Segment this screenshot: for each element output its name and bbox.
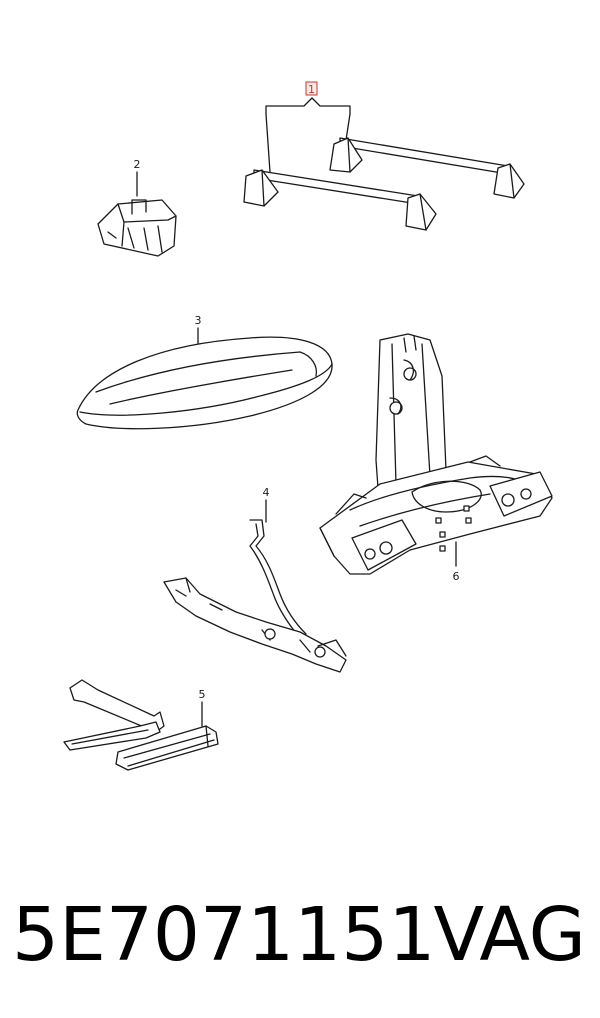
bike-holder [163,519,347,673]
callout-5: 5 [199,688,206,727]
callout-6: 6 [453,541,460,583]
roof-box [76,336,333,430]
parts-diagram: 1 2 3 [63,81,553,771]
roof-bar-foot [97,199,177,257]
part-number: 5E7071151 [12,892,436,978]
callout-6-label: 6 [453,570,460,583]
callout-1-bracket [265,97,351,115]
callout-2-label: 2 [134,158,141,171]
callout-4: 4 [263,486,270,523]
callout-3: 3 [195,314,202,345]
callout-1-label: 1 [308,83,315,96]
callout-2: 2 [134,158,141,197]
callout-5-label: 5 [199,688,206,701]
roof-bars [243,137,525,231]
brand-name: VAG [433,892,586,978]
callout-3-label: 3 [195,314,202,327]
ski-carrier [63,679,219,771]
bike-carrier [319,333,553,575]
callout-4-label: 4 [263,486,270,499]
callout-1-box [305,81,318,96]
footer: 5E7071151 VAG [0,880,600,990]
callout-1: 1 [265,81,351,173]
